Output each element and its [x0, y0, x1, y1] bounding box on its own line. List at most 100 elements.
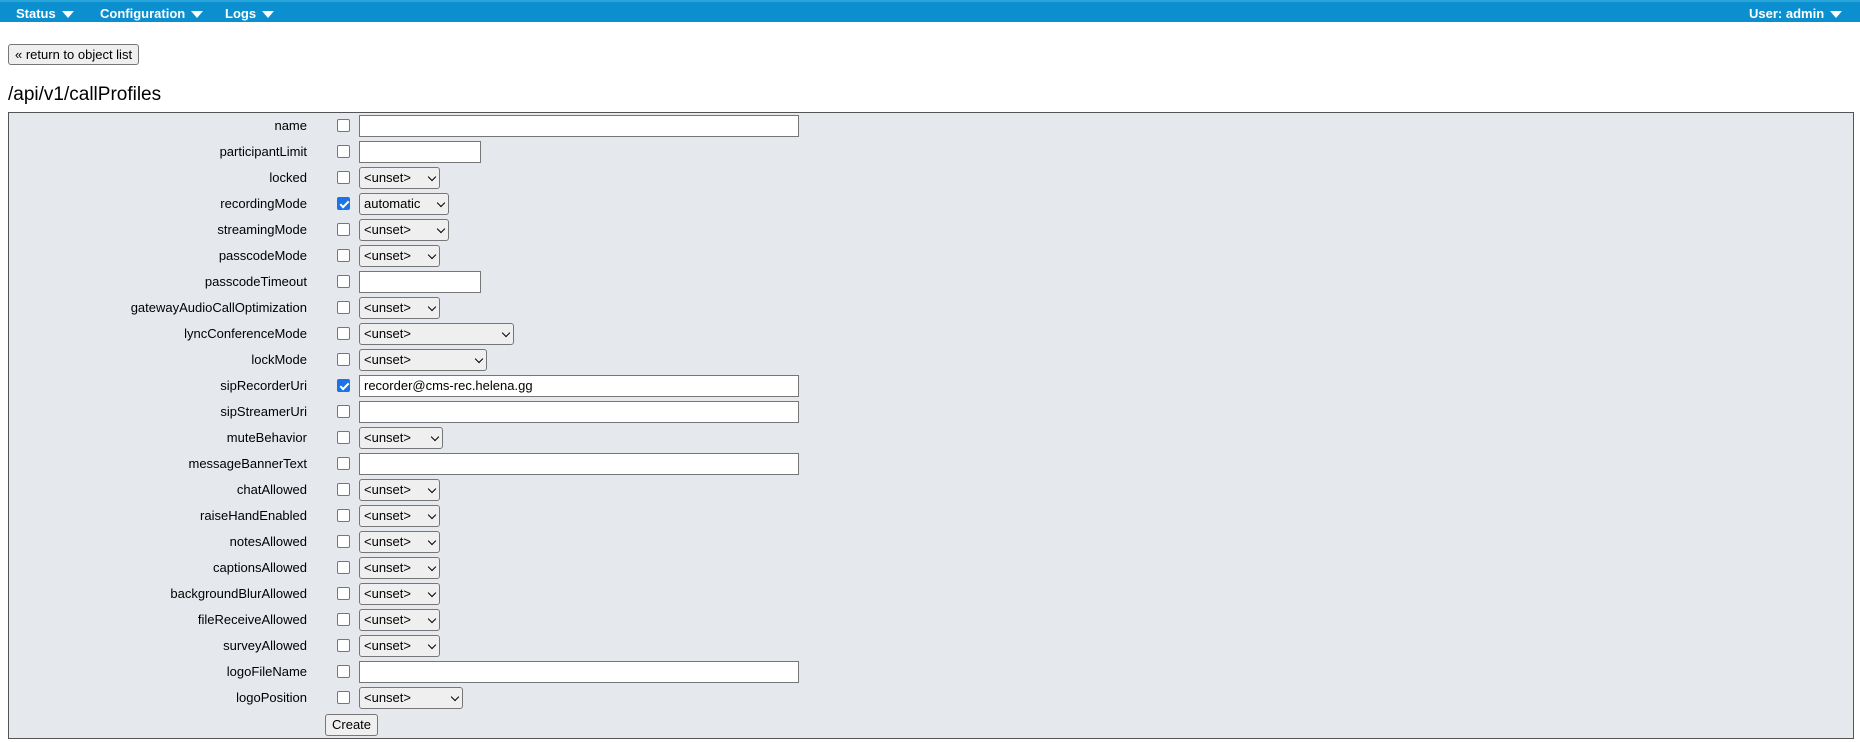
field-select-value: <unset>	[364, 638, 411, 653]
menu-configuration[interactable]: Configuration	[100, 6, 204, 21]
field-select-logoposition[interactable]: <unset>	[359, 687, 463, 709]
field-checkbox-captionsallowed[interactable]	[337, 561, 350, 574]
field-select-value: <unset>	[364, 170, 411, 185]
field-checkbox-backgroundblurallowed[interactable]	[337, 587, 350, 600]
field-select-value: <unset>	[364, 534, 411, 549]
caret-down-icon	[61, 10, 74, 18]
menu-logs[interactable]: Logs	[225, 6, 275, 21]
field-select-locked[interactable]: <unset>	[359, 167, 440, 189]
field-input-name[interactable]	[359, 115, 799, 137]
field-label-filereceiveallowed: fileReceiveAllowed	[197, 612, 307, 627]
field-select-lyncconferencemode[interactable]: <unset>	[359, 323, 514, 345]
field-checkbox-locked[interactable]	[337, 171, 350, 184]
field-label-surveyallowed: surveyAllowed	[223, 638, 307, 653]
field-checkbox-passcodetimeout[interactable]	[337, 275, 350, 288]
field-input-messagebannertext[interactable]	[359, 453, 799, 475]
return-to-object-list-button[interactable]: « return to object list	[8, 44, 140, 65]
field-select-value: <unset>	[364, 508, 411, 523]
chevron-down-icon	[427, 510, 437, 519]
field-select-filereceiveallowed[interactable]: <unset>	[359, 609, 440, 631]
caret-down-icon	[191, 10, 204, 18]
field-select-notesallowed[interactable]: <unset>	[359, 531, 440, 553]
field-label-captionsallowed: captionsAllowed	[213, 560, 307, 575]
field-label-passcodemode: passcodeMode	[218, 248, 307, 263]
field-checkbox-streamingmode[interactable]	[337, 223, 350, 236]
menu-user-label: User: admin	[1749, 6, 1825, 21]
field-label-messagebannertext: messageBannerText	[188, 456, 307, 471]
field-select-raisehandenabled[interactable]: <unset>	[359, 505, 440, 527]
chevron-down-icon	[427, 484, 437, 493]
field-select-value: <unset>	[364, 326, 411, 341]
field-checkbox-name[interactable]	[337, 119, 350, 132]
field-select-captionsallowed[interactable]: <unset>	[359, 557, 440, 579]
field-select-recordingmode[interactable]: automatic	[359, 193, 449, 215]
field-checkbox-messagebannertext[interactable]	[337, 457, 350, 470]
field-checkbox-participantlimit[interactable]	[337, 145, 350, 158]
field-select-value: <unset>	[364, 612, 411, 627]
field-checkbox-siprecorderuri[interactable]	[337, 379, 350, 392]
field-select-backgroundblurallowed[interactable]: <unset>	[359, 583, 440, 605]
field-checkbox-mutebehavior[interactable]	[337, 431, 350, 444]
field-label-streamingmode: streamingMode	[217, 222, 307, 237]
field-checkbox-surveyallowed[interactable]	[337, 639, 350, 652]
chevron-down-icon	[450, 692, 460, 701]
chevron-down-icon	[427, 640, 437, 649]
field-label-logoposition: logoPosition	[236, 690, 307, 705]
field-select-streamingmode[interactable]: <unset>	[359, 219, 449, 241]
field-select-value: <unset>	[364, 482, 411, 497]
field-input-participantlimit[interactable]	[359, 141, 481, 163]
chevron-down-icon	[427, 536, 437, 545]
field-checkbox-logofilename[interactable]	[337, 665, 350, 678]
create-button[interactable]: Create	[325, 714, 379, 736]
field-input-siprecorderuri[interactable]: recorder@cms-rec.helena.gg	[359, 375, 799, 397]
field-label-chatallowed: chatAllowed	[236, 482, 307, 497]
field-checkbox-passcodemode[interactable]	[337, 249, 350, 262]
field-select-surveyallowed[interactable]: <unset>	[359, 635, 440, 657]
field-checkbox-raisehandenabled[interactable]	[337, 509, 350, 522]
field-checkbox-lyncconferencemode[interactable]	[337, 327, 350, 340]
menu-status-label: Status	[16, 6, 56, 21]
chevron-down-icon	[427, 588, 437, 597]
field-label-notesallowed: notesAllowed	[229, 534, 307, 549]
field-select-lockmode[interactable]: <unset>	[359, 349, 487, 371]
field-select-passcodemode[interactable]: <unset>	[359, 245, 440, 267]
chevron-down-icon	[501, 328, 511, 337]
field-label-passcodetimeout: passcodeTimeout	[204, 274, 307, 289]
field-select-value: <unset>	[364, 430, 411, 445]
chevron-down-icon	[427, 614, 437, 623]
caret-down-icon	[1830, 10, 1843, 18]
field-label-raisehandenabled: raiseHandEnabled	[200, 508, 307, 523]
menu-user[interactable]: User: admin	[1749, 6, 1843, 21]
caret-down-icon	[262, 10, 275, 18]
field-checkbox-lockmode[interactable]	[337, 353, 350, 366]
chevron-down-icon	[427, 172, 437, 181]
chevron-down-icon	[427, 302, 437, 311]
field-select-value: <unset>	[364, 300, 411, 315]
field-label-lockmode: lockMode	[251, 352, 307, 367]
field-checkbox-filereceiveallowed[interactable]	[337, 613, 350, 626]
field-select-chatallowed[interactable]: <unset>	[359, 479, 440, 501]
chevron-down-icon	[436, 198, 446, 207]
field-checkbox-notesallowed[interactable]	[337, 535, 350, 548]
field-checkbox-gatewayaudiocalloptimization[interactable]	[337, 301, 350, 314]
field-select-gatewayaudiocalloptimization[interactable]: <unset>	[359, 297, 440, 319]
field-input-logofilename[interactable]	[359, 661, 799, 683]
field-select-value: automatic	[364, 196, 421, 211]
field-checkbox-sipstreameruri[interactable]	[337, 405, 350, 418]
field-checkbox-logoposition[interactable]	[337, 691, 350, 704]
menu-logs-label: Logs	[225, 6, 257, 21]
field-checkbox-recordingmode[interactable]	[337, 197, 350, 210]
field-label-gatewayaudiocalloptimization: gatewayAudioCallOptimization	[130, 300, 307, 315]
field-input-passcodetimeout[interactable]	[359, 271, 481, 293]
field-label-logofilename: logoFileName	[226, 664, 307, 679]
field-select-value: <unset>	[364, 222, 411, 237]
field-select-mutebehavior[interactable]: <unset>	[359, 427, 443, 449]
chevron-down-icon	[427, 250, 437, 259]
field-label-backgroundblurallowed: backgroundBlurAllowed	[170, 586, 307, 601]
menu-status[interactable]: Status	[16, 6, 74, 21]
chevron-down-icon	[436, 224, 446, 233]
field-input-sipstreameruri[interactable]	[359, 401, 799, 423]
page-title: /api/v1/callProfiles	[8, 84, 162, 105]
field-label-locked: locked	[269, 170, 307, 185]
field-checkbox-chatallowed[interactable]	[337, 483, 350, 496]
